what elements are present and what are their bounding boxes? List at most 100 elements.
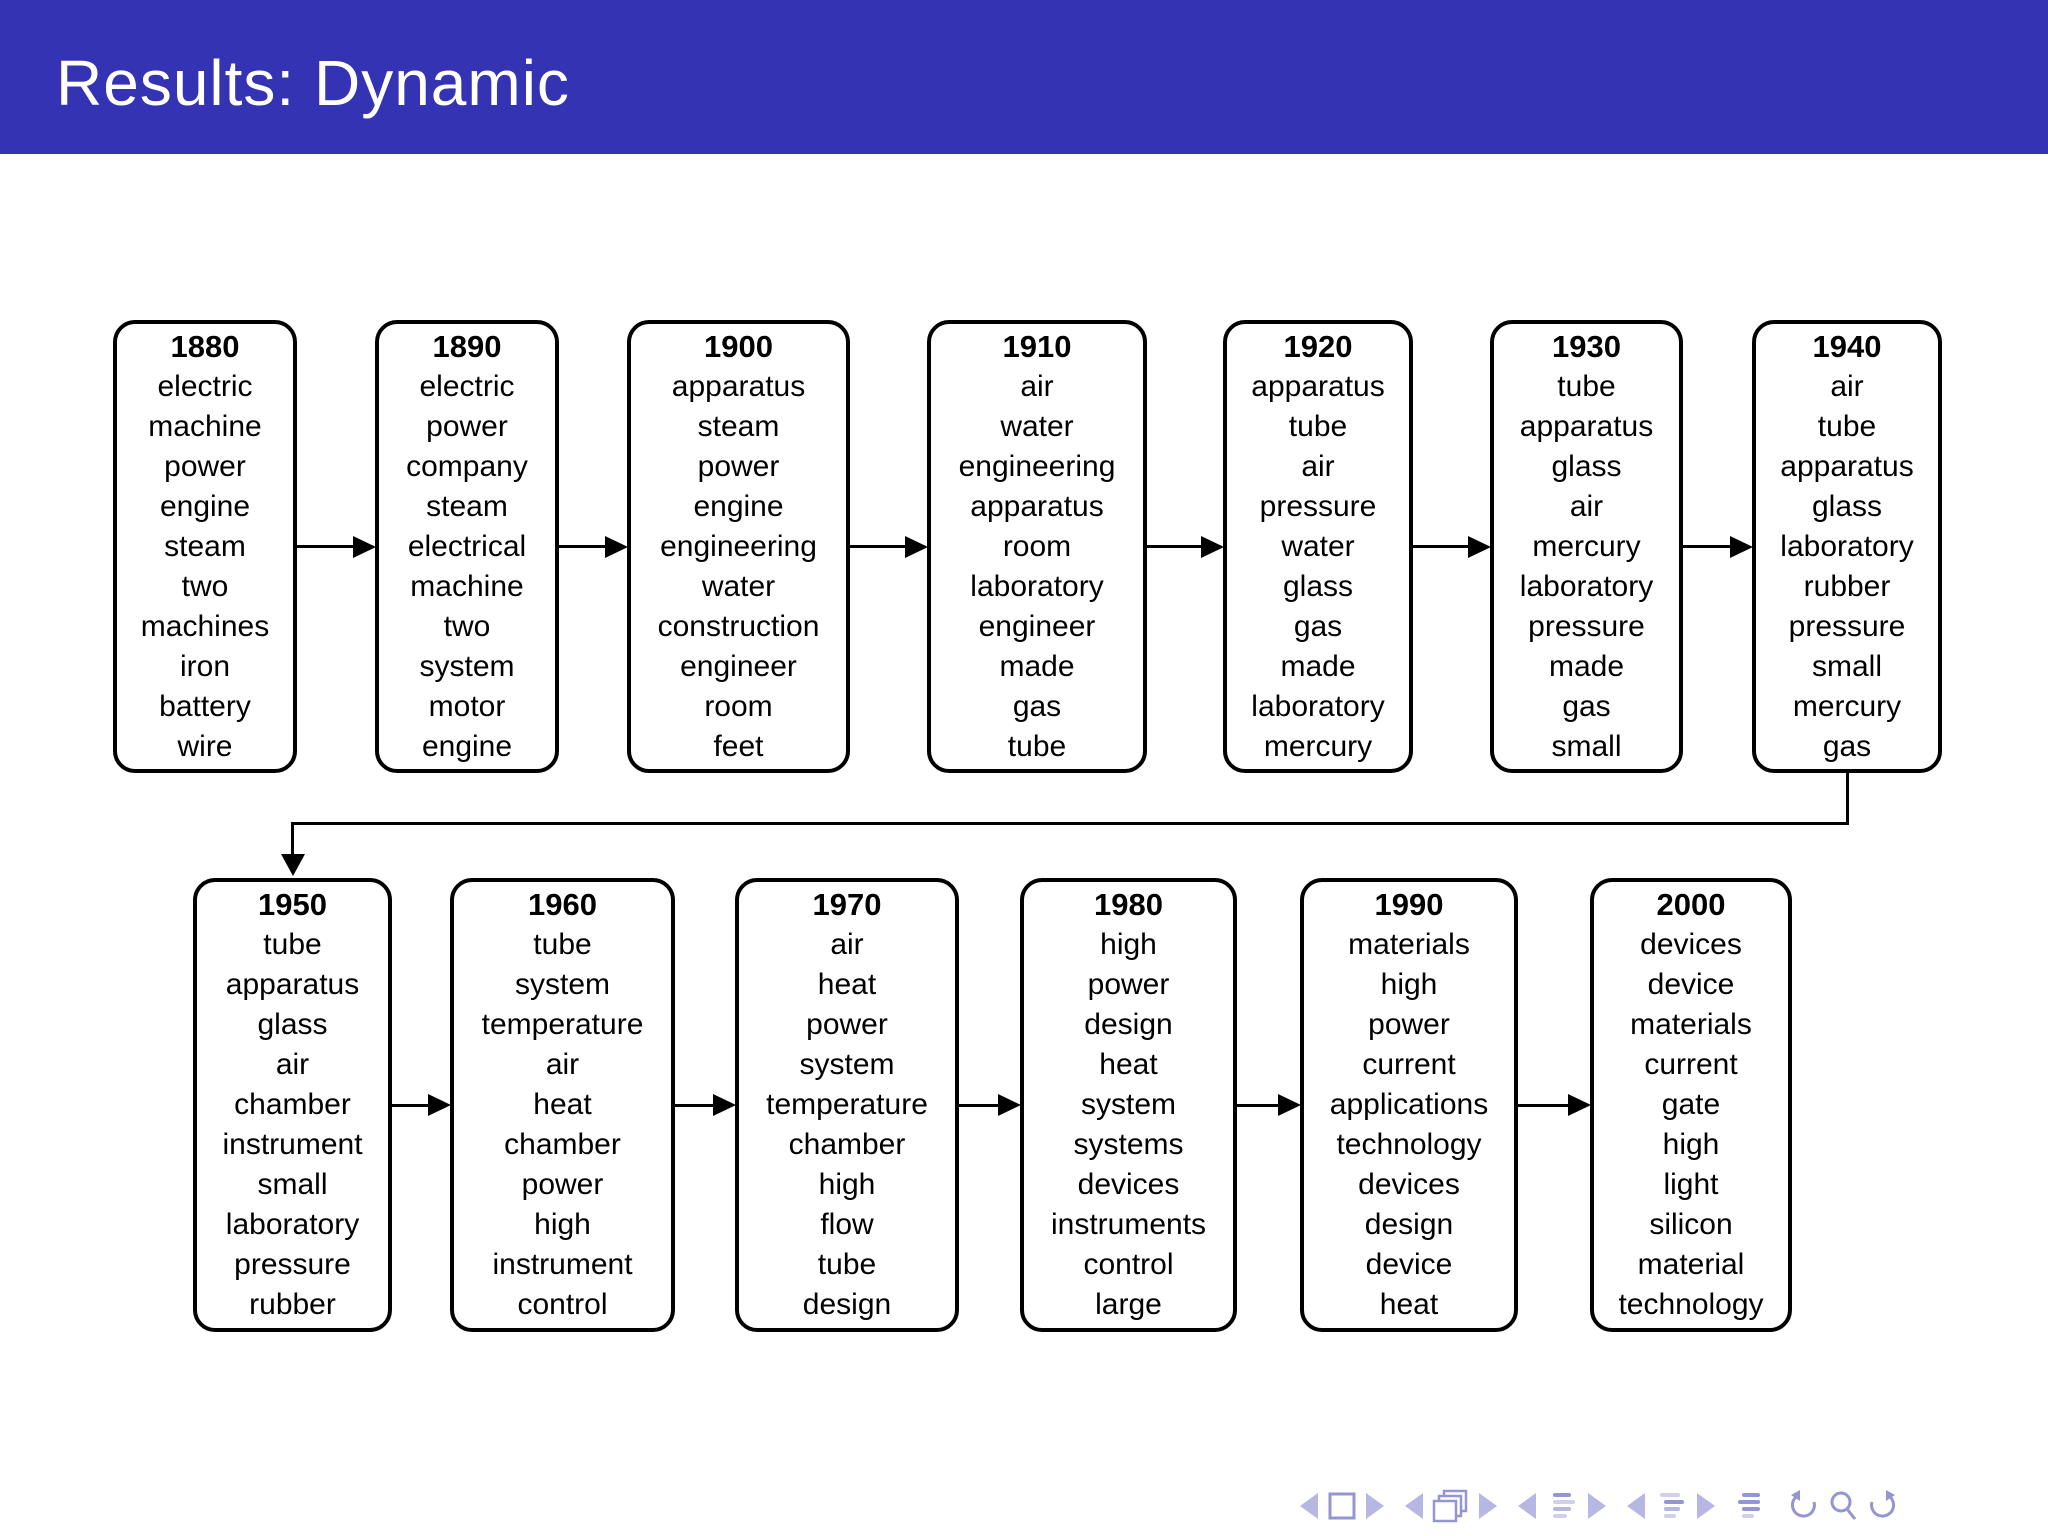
prev-slide-icon[interactable] — [1300, 1493, 1318, 1519]
prev-section-icon[interactable] — [1518, 1493, 1536, 1519]
box-keyword: air — [1830, 369, 1864, 403]
box-keyword: power — [1368, 1008, 1450, 1041]
arrow-right-icon — [557, 320, 628, 773]
arrow-down-icon — [280, 854, 305, 876]
arrow-right-icon — [848, 320, 928, 773]
nav-group-frame — [1405, 1489, 1497, 1523]
box-year-label: 1970 — [812, 887, 882, 922]
box-keyword: apparatus — [671, 369, 806, 403]
box-year-label: 1920 — [1283, 328, 1353, 364]
box-keyword: power — [806, 1008, 888, 1041]
next-section-icon[interactable] — [1588, 1493, 1606, 1519]
box-keyword: engine — [693, 489, 784, 523]
box-keyword: apparatus — [1251, 369, 1385, 403]
box-keyword: water — [701, 569, 776, 603]
next-slide-icon[interactable] — [1366, 1493, 1384, 1519]
box-keyword: large — [1095, 1288, 1162, 1321]
box-keyword: gas — [1562, 689, 1611, 723]
box-keyword: made — [1548, 649, 1625, 683]
box-keyword: battery — [159, 689, 251, 723]
elbow-connector-vertical-right — [1845, 771, 1849, 824]
box-keyword: device — [1647, 968, 1735, 1001]
box-keyword: motor — [428, 689, 506, 723]
box-keyword: engine — [421, 729, 513, 763]
box-keyword: gas — [1293, 609, 1343, 643]
page-title: Results: Dynamic — [56, 47, 570, 119]
box-keyword: machines — [140, 609, 270, 643]
box-year-label: 1930 — [1552, 328, 1621, 364]
box-keyword: construction — [657, 609, 820, 643]
box-keyword: high — [534, 1208, 591, 1241]
box-keyword: tube — [263, 928, 322, 961]
box-keyword: materials — [1630, 1008, 1752, 1041]
box-year-label: 1980 — [1094, 887, 1163, 922]
box-keyword: heat — [533, 1088, 592, 1121]
back-icon[interactable] — [1787, 1490, 1819, 1522]
box-keyword: system — [514, 968, 610, 1001]
box-keyword: devices — [1640, 928, 1742, 961]
next-frame-icon[interactable] — [1479, 1493, 1497, 1519]
prev-subsection-icon[interactable] — [1627, 1493, 1645, 1519]
box-keyword: laboratory — [225, 1208, 360, 1241]
arrow-right-icon — [673, 878, 736, 1332]
box-keyword: tube — [1288, 409, 1348, 443]
nav-group-slide — [1300, 1491, 1384, 1521]
box-year-label: 1990 — [1374, 887, 1444, 922]
box-keyword: pressure — [234, 1248, 351, 1281]
box-year-label: 2000 — [1656, 887, 1726, 922]
box-keyword: device — [1365, 1248, 1453, 1281]
box-keyword: feet — [713, 729, 764, 763]
box-keyword: system — [799, 1048, 895, 1081]
box-keyword: design — [1364, 1208, 1454, 1241]
box-keyword: power — [426, 409, 508, 443]
box-keyword: power — [1087, 968, 1170, 1001]
box-keyword: heat — [1379, 1288, 1439, 1321]
box-keyword: mercury — [1792, 689, 1902, 723]
box-keyword: engineering — [958, 449, 1116, 483]
box-keyword: air — [275, 1048, 310, 1081]
forward-icon[interactable] — [1867, 1490, 1899, 1522]
arrow-right-icon — [1411, 320, 1491, 773]
slide-frame-icon[interactable] — [1327, 1491, 1357, 1521]
box-keyword: electric — [157, 369, 253, 403]
box-keyword: power — [697, 449, 780, 483]
box-keyword: material — [1637, 1248, 1745, 1281]
box-keyword: two — [443, 609, 491, 643]
nav-group-history — [1787, 1490, 1899, 1522]
nav-group-appendix — [1736, 1491, 1766, 1521]
box-keyword: apparatus — [1780, 449, 1914, 483]
appendix-list-icon[interactable] — [1736, 1491, 1766, 1521]
box-keyword: apparatus — [225, 968, 360, 1001]
arrow-right-icon — [295, 320, 376, 773]
slide-header: Results: Dynamic — [0, 0, 2048, 154]
elbow-connector-vertical-left — [291, 823, 294, 856]
subsection-list-icon[interactable] — [1654, 1491, 1688, 1521]
section-list-icon[interactable] — [1545, 1491, 1579, 1521]
box-keyword: control — [517, 1288, 608, 1321]
box-keyword: power — [164, 449, 246, 483]
arrow-right-icon — [1145, 320, 1224, 773]
box-keyword: technology — [1618, 1288, 1764, 1321]
box-year-label: 1950 — [258, 887, 327, 922]
search-icon[interactable] — [1828, 1490, 1858, 1522]
navigation-bar — [1300, 1484, 1899, 1528]
box-keyword: made — [1280, 649, 1356, 683]
box-keyword: pressure — [1788, 609, 1906, 643]
box-keyword: glass — [1282, 569, 1354, 603]
box-keyword: small — [1811, 649, 1882, 683]
next-subsection-icon[interactable] — [1697, 1493, 1715, 1519]
box-keyword: air — [1020, 369, 1054, 403]
box-keyword: steam — [697, 409, 780, 443]
prev-frame-icon[interactable] — [1405, 1493, 1423, 1519]
box-keyword: devices — [1077, 1168, 1180, 1201]
frames-icon[interactable] — [1432, 1489, 1470, 1523]
box-keyword: engine — [159, 489, 251, 523]
box-keyword: apparatus — [970, 489, 1104, 523]
